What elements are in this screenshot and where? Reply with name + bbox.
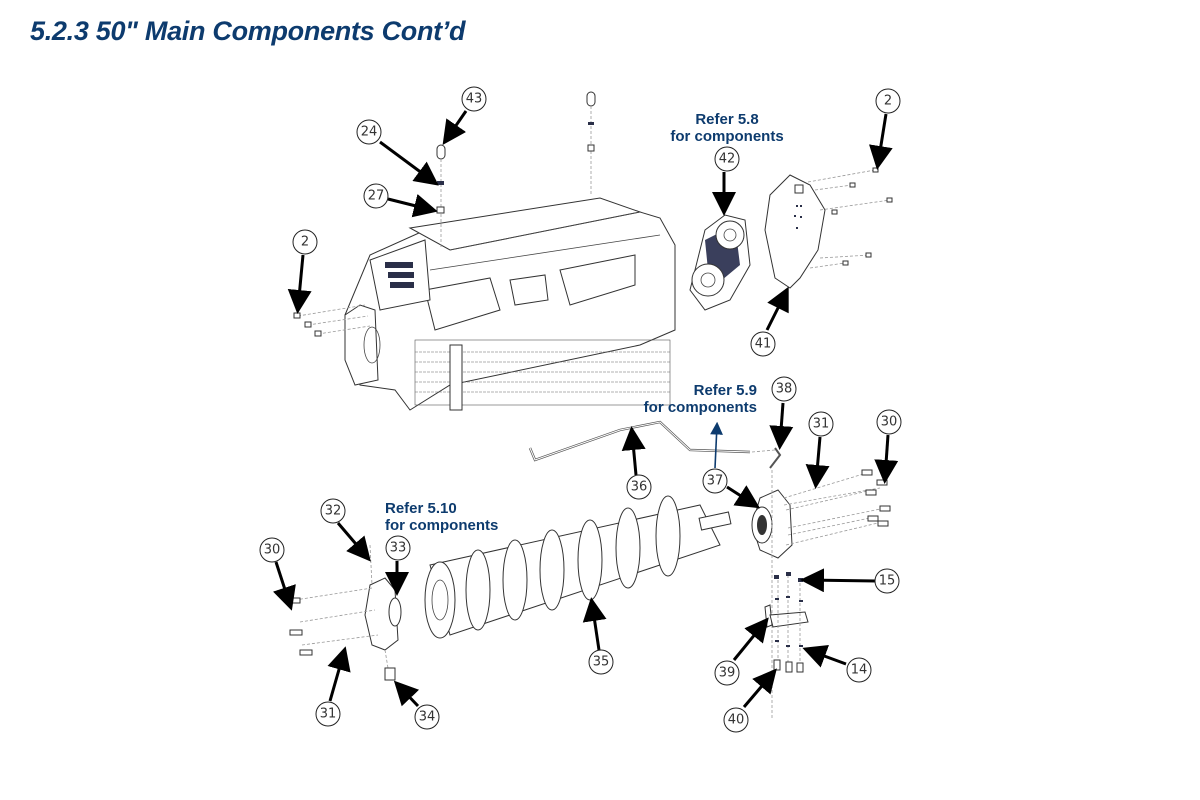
callout-label: 2	[884, 94, 892, 109]
callout-label: 36	[631, 480, 648, 495]
callout-label: 31	[320, 707, 337, 722]
callout-label: 2	[301, 235, 309, 250]
callout-label: 39	[719, 666, 736, 681]
callout-label: 30	[264, 543, 281, 558]
callout-40[interactable]: 40	[723, 707, 749, 733]
callout-label: 38	[776, 382, 793, 397]
callout-31-right[interactable]: 31	[808, 411, 834, 437]
callout-30-right[interactable]: 30	[876, 409, 902, 435]
callout-31-left[interactable]: 31	[315, 701, 341, 727]
callout-32[interactable]: 32	[320, 498, 346, 524]
refer-5-8-line2: for components	[670, 128, 783, 145]
callout-label: 33	[390, 541, 407, 556]
callout-label: 30	[881, 415, 898, 430]
refer-5-9-line2: for components	[644, 399, 757, 416]
callout-label: 32	[325, 504, 342, 519]
callout-42[interactable]: 42	[714, 146, 740, 172]
callout-30-left[interactable]: 30	[259, 537, 285, 563]
callout-34[interactable]: 34	[414, 704, 440, 730]
callout-14[interactable]: 14	[846, 657, 872, 683]
callout-2-left[interactable]: 2	[292, 229, 318, 255]
refer-5-8-label[interactable]: Refer 5.8 for components	[670, 111, 783, 145]
callout-label: 31	[813, 417, 830, 432]
callout-label: 34	[419, 710, 436, 725]
callout-label: 24	[361, 125, 378, 140]
left-bearing-housing	[287, 544, 402, 681]
refer-5-8-line1: Refer 5.8	[695, 111, 758, 128]
callout-label: 40	[728, 713, 745, 728]
refer-5-9-label[interactable]: Refer 5.9 for components	[644, 382, 757, 416]
callout-35[interactable]: 35	[588, 649, 614, 675]
side-cover	[764, 167, 893, 289]
callout-label: 27	[368, 189, 385, 204]
refer-5-9-line1: Refer 5.9	[694, 382, 757, 399]
refer-5-10-line1: Refer 5.10	[385, 500, 457, 517]
page-title: 5.2.3 50" Main Components Cont’d	[30, 16, 466, 46]
callout-27[interactable]: 27	[363, 183, 389, 209]
callout-label: 43	[466, 92, 483, 107]
callout-38[interactable]: 38	[771, 376, 797, 402]
callout-33[interactable]: 33	[385, 535, 411, 561]
callout-label: 37	[707, 474, 724, 489]
mulcher-housing	[293, 91, 676, 411]
callout-41[interactable]: 41	[750, 331, 776, 357]
callout-24[interactable]: 24	[356, 119, 382, 145]
grease-line	[528, 420, 782, 469]
callout-15[interactable]: 15	[874, 568, 900, 594]
callout-label: 35	[593, 655, 610, 670]
callout-label: 41	[755, 337, 772, 352]
callout-label: 14	[851, 663, 868, 678]
refer-5-10-line2: for components	[385, 517, 498, 534]
callout-arrows	[273, 110, 899, 708]
callout-2-right[interactable]: 2	[875, 88, 901, 114]
callout-36[interactable]: 36	[626, 474, 652, 500]
belt-drive-assembly	[689, 214, 751, 311]
refer-5-9-pointer	[710, 421, 723, 469]
right-bearing-housing	[751, 469, 891, 720]
refer-5-10-label[interactable]: Refer 5.10 for components	[385, 500, 498, 534]
callout-39[interactable]: 39	[714, 660, 740, 686]
callout-43[interactable]: 43	[461, 86, 487, 112]
callout-label: 15	[879, 574, 896, 589]
callout-37[interactable]: 37	[702, 468, 728, 494]
mounting-bracket	[764, 572, 809, 673]
chain-curtain	[414, 339, 671, 406]
rotor	[424, 495, 732, 639]
callout-label: 42	[719, 152, 736, 167]
